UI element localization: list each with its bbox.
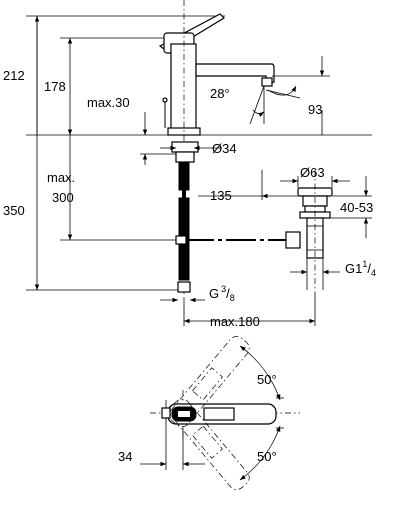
waste-fitting — [285, 187, 333, 259]
label-base-diameter: Ø34 — [212, 141, 237, 156]
label-lever-angle: 28° — [210, 86, 230, 101]
top-view — [140, 336, 300, 490]
label-max-deck: max.30 — [87, 95, 130, 110]
side-view — [26, 0, 372, 326]
label-overall-height: 212 — [3, 68, 25, 83]
label-spout-reach: 93 — [308, 102, 322, 117]
label-lever-depth: 34 — [118, 449, 132, 464]
faucet-body — [170, 43, 197, 133]
label-swing-angle-top: 50° — [257, 372, 277, 387]
mounting-nut — [171, 141, 199, 153]
label-swing-angle-bottom: 50° — [257, 449, 277, 464]
label-max-below-value: 300 — [52, 190, 74, 205]
label-total-height: 350 — [3, 203, 25, 218]
label-waste-range: 40-53 — [340, 200, 373, 215]
label-spout-height: 178 — [44, 79, 66, 94]
label-waste-thread: G11/4 — [345, 259, 376, 278]
label-waste-diameter: Ø63 — [300, 165, 325, 180]
label-waste-offset: 135 — [210, 188, 232, 203]
shank — [178, 161, 190, 191]
aerator — [261, 77, 273, 87]
label-max-below: max. — [47, 170, 75, 185]
label-max-width: max.180 — [210, 314, 260, 329]
